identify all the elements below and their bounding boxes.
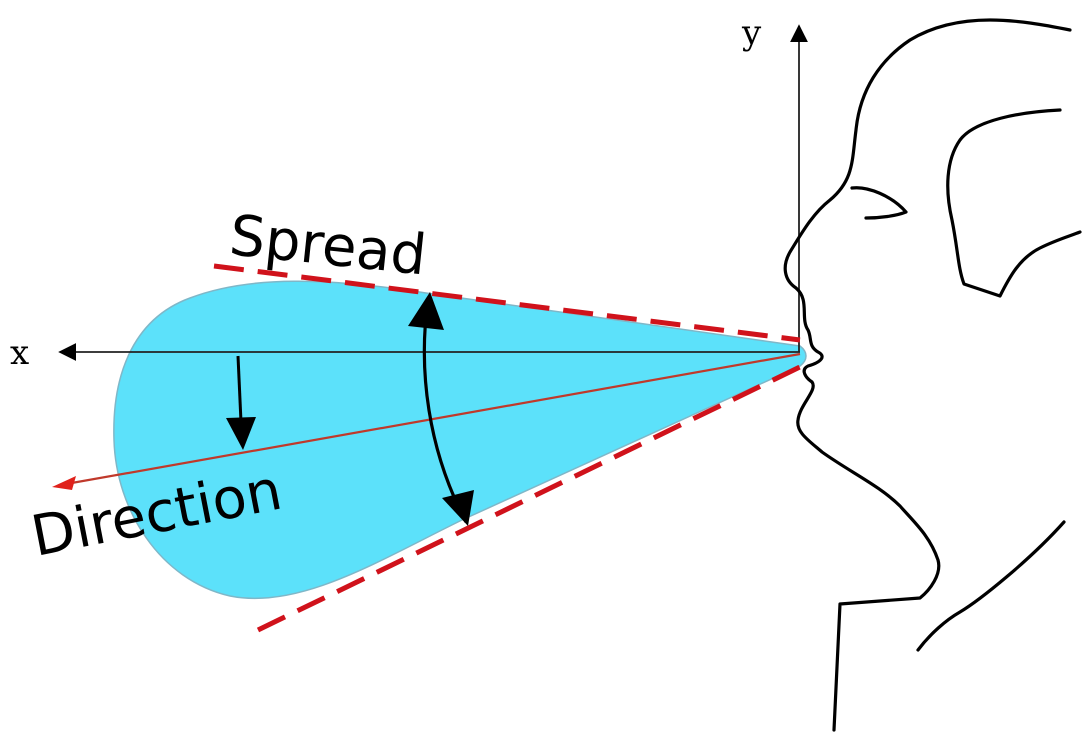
spread-lower-boundary	[256, 363, 804, 633]
y-axis-label: y	[741, 13, 762, 53]
x-axis-label: x	[10, 333, 29, 373]
face-profile-outline	[783, 18, 1082, 732]
direction-line	[65, 352, 801, 486]
spread-label: Spread	[227, 203, 430, 288]
spread-arrowhead-bottom	[442, 490, 474, 526]
spread-upper-boundary	[213, 263, 801, 343]
spread-arrowhead-top	[408, 292, 444, 330]
exhaled-plume-shape	[113, 280, 807, 600]
direction-angle-arrowhead	[226, 417, 256, 450]
direction-arrowhead	[52, 476, 76, 490]
